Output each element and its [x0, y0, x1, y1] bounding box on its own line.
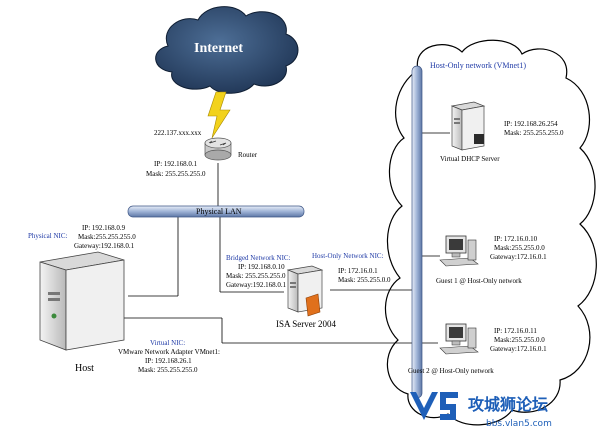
host-virtual-nic-mask: Mask: 255.255.255.0	[138, 366, 198, 374]
host-virtual-nic-ip: IP: 192.168.26.1	[145, 357, 192, 365]
isa-hostonly-nic-title: Host-Only Network NIC:	[312, 252, 384, 260]
hostonly-bus	[411, 65, 423, 399]
physical-lan-label: Physical LAN	[196, 207, 242, 216]
router-icon	[204, 137, 232, 161]
hostonly-network-cloud	[384, 39, 597, 426]
router-ip: IP: 192.168.0.1	[154, 160, 198, 168]
isa-hostonly-nic-mask: Mask: 255.255.0.0	[338, 276, 391, 284]
dhcp-ip: IP: 192.168.26.254	[504, 120, 558, 128]
guest1-computer-icon	[439, 235, 479, 267]
host-physical-nic-gateway: Gateway:192.168.0.1	[74, 242, 135, 250]
watermark-url: bbs.vlan5.com	[486, 419, 552, 429]
guest2-mask: Mask:255.255.0.0	[494, 336, 545, 344]
isa-label: ISA Server 2004	[276, 319, 336, 329]
isa-server-icon	[286, 265, 324, 317]
isa-bridged-nic-mask: Mask: 255.255.255.0	[226, 272, 286, 280]
router-public-ip: 222.137.xxx.xxx	[154, 129, 202, 137]
isa-bridged-nic-gateway: Gateway:192.168.0.1	[226, 281, 287, 289]
guest1-gateway: Gateway:172.16.0.1	[490, 253, 547, 261]
watermark: 攻城狮论坛 bbs.vlan5.com	[410, 392, 552, 429]
guest1-mask: Mask:255.255.0.0	[494, 244, 545, 252]
dhcp-label: Virtual DHCP Server	[440, 155, 500, 163]
host-physical-nic-title: Physical NIC:	[28, 232, 68, 240]
physical-lan-bus: Physical LAN	[127, 205, 305, 218]
host-virtual-nic-title: Virtual NIC:	[150, 339, 185, 347]
watermark-logo-icon	[410, 392, 458, 420]
guest2-ip: IP: 172.16.0.11	[494, 327, 537, 335]
host-server-icon	[39, 251, 125, 351]
host-virtual-nic-adapter: VMware Network Adapter VMnet1:	[118, 348, 220, 356]
guest2-computer-icon	[439, 323, 479, 355]
internet-label: Internet	[194, 41, 243, 56]
router-label: Router	[238, 151, 258, 159]
isa-bridged-nic-ip: IP: 192.168.0.10	[238, 263, 285, 271]
guest1-label: Guest 1 @ Host-Only network	[436, 277, 522, 285]
host-physical-nic-mask: Mask:255.255.255.0	[78, 233, 136, 241]
watermark-title: 攻城狮论坛	[468, 395, 548, 414]
dhcp-mask: Mask: 255.255.255.0	[504, 129, 564, 137]
router-mask: Mask: 255.255.255.0	[146, 170, 206, 178]
internet-cloud: Internet	[155, 6, 299, 94]
dhcp-server-icon	[450, 101, 486, 151]
lightning-icon	[207, 91, 231, 139]
guest1-ip: IP: 172.16.0.10	[494, 235, 538, 243]
isa-bridged-nic-title: Bridged Network NIC:	[226, 254, 291, 262]
hostonly-network-label: Host-Only network (VMnet1)	[430, 61, 526, 70]
host-physical-nic-ip: IP: 192.168.0.9	[82, 224, 126, 232]
guest2-label: Guest 2 @ Host-Only network	[408, 367, 494, 375]
guest2-gateway: Gateway:172.16.0.1	[490, 345, 547, 353]
isa-hostonly-nic-ip: IP: 172.16.0.1	[338, 267, 378, 275]
host-label: Host	[75, 363, 94, 374]
